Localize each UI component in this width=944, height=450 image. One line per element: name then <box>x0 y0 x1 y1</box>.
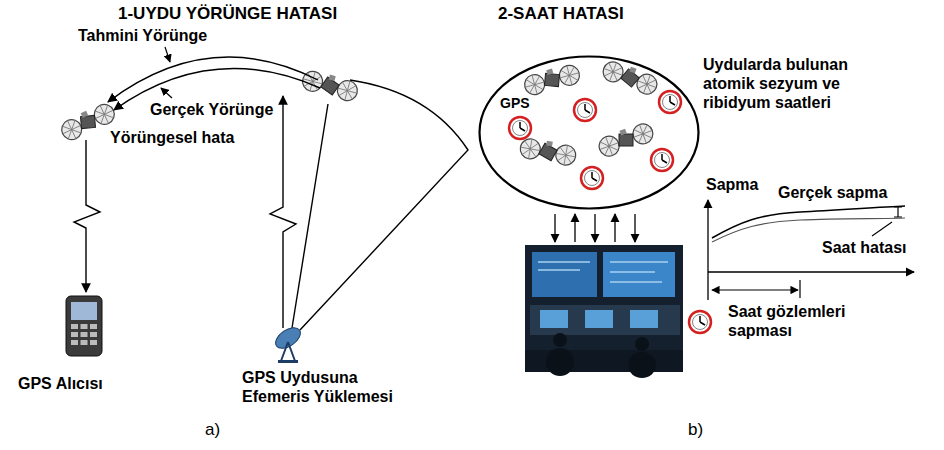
panel-title: 1-UYDU YÖRÜNGE HATASI <box>118 4 337 24</box>
panel-letter: b) <box>688 420 703 440</box>
satellite-group-ellipse: GPS <box>478 55 700 210</box>
ellipse-outline <box>480 57 699 209</box>
group-label: GPS <box>500 95 530 112</box>
panel-title: 2-SAAT HATASI <box>498 4 624 24</box>
clock-note: Uydularda bulunan atomik sezyum ve ribid… <box>703 55 888 113</box>
panel-letter: a) <box>205 420 220 440</box>
clock-icon <box>689 311 711 333</box>
axis-label: Sapma <box>706 175 758 194</box>
chart-axis <box>707 200 708 300</box>
device-label: GPS Alıcısı <box>18 374 103 393</box>
satellite-icon <box>519 136 578 166</box>
uplink-line <box>300 80 468 330</box>
link-arrow <box>614 214 615 242</box>
satellite-icon <box>600 58 660 97</box>
clock-icon <box>651 149 673 171</box>
clock-icon <box>574 99 596 121</box>
node-outline <box>478 55 700 210</box>
satellite-icon <box>58 100 118 143</box>
orbit-label: Gerçek Yörünge <box>150 100 273 119</box>
leader-line <box>161 88 172 98</box>
station-label: GPS Uydusuna Efemeris Yüklemesi <box>242 368 412 406</box>
error-label: Saat hatası <box>822 238 906 257</box>
error-label: Yörüngesel hata <box>110 128 234 147</box>
observed-drift-curve <box>712 218 905 242</box>
link-arrow <box>634 214 635 242</box>
true-drift-curve <box>712 206 905 238</box>
ground-antenna-icon <box>272 323 304 363</box>
link-arrow <box>554 214 555 242</box>
span-label: Saat gözlemleri sapması <box>728 302 858 340</box>
clock-icon <box>659 91 681 113</box>
orbit-label: Tahmini Yörünge <box>78 26 207 45</box>
link-arrow <box>594 214 595 242</box>
curve-label: Gerçek sapma <box>778 183 887 202</box>
leader-line <box>872 222 892 236</box>
uplink-line <box>292 104 328 328</box>
clock-icon <box>509 117 531 139</box>
estimated-orbit <box>108 57 318 102</box>
gps-receiver-icon <box>66 296 102 356</box>
satellite-icon <box>596 120 656 159</box>
uplink-signal <box>270 96 296 328</box>
leader-line <box>165 47 170 62</box>
clock-error-mark <box>894 207 902 217</box>
span-arrow <box>712 289 798 290</box>
chart-axis <box>708 271 914 272</box>
orbit-error-signal <box>74 140 100 292</box>
control-room-picture <box>525 245 683 378</box>
link-arrow <box>574 214 575 242</box>
clock-icon <box>581 167 603 189</box>
span-tick <box>799 280 800 298</box>
satellite-icon <box>300 68 360 103</box>
